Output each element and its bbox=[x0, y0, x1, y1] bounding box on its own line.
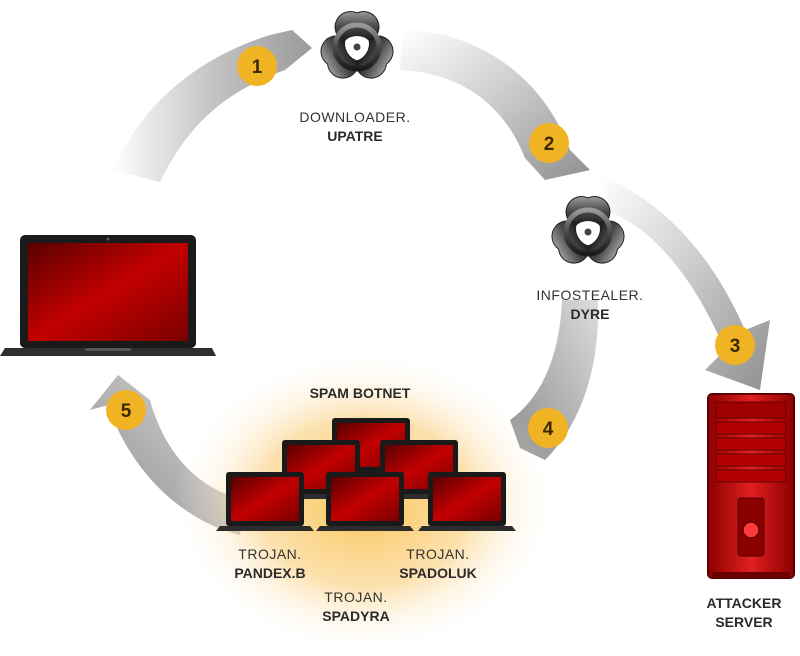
step-number-2: 2 bbox=[544, 134, 555, 155]
downloader-label: DOWNLOADER. UPATRE bbox=[280, 108, 430, 146]
step-badge-1: 1 bbox=[237, 46, 277, 86]
step-badge-3: 3 bbox=[715, 325, 755, 365]
downloader-name: UPATRE bbox=[327, 128, 383, 144]
biohazard-icon bbox=[315, 11, 398, 84]
trojan-type: TROJAN. bbox=[324, 589, 388, 605]
laptop-icon bbox=[316, 472, 414, 531]
trojan-label-spadoluk: TROJAN. SPADOLUK bbox=[378, 545, 498, 583]
laptop-icon bbox=[0, 235, 216, 356]
step-badge-5: 5 bbox=[106, 390, 146, 430]
step-badge-2: 2 bbox=[529, 123, 569, 163]
attacker-line2: SERVER bbox=[715, 614, 773, 630]
laptop-icon bbox=[418, 472, 516, 531]
trojan-name: PANDEX.B bbox=[234, 565, 306, 581]
step-number-1: 1 bbox=[252, 57, 263, 78]
arrow-1 bbox=[112, 30, 312, 182]
step-number-5: 5 bbox=[121, 401, 132, 422]
trojan-type: TROJAN. bbox=[238, 546, 302, 562]
infostealer-name: DYRE bbox=[570, 306, 610, 322]
server-icon bbox=[707, 393, 795, 579]
trojan-name: SPADOLUK bbox=[399, 565, 477, 581]
step-badge-4: 4 bbox=[528, 408, 568, 448]
trojan-name: SPADYRA bbox=[322, 608, 390, 624]
botnet-title: SPAM BOTNET bbox=[309, 385, 411, 401]
trojan-label-spadyra: TROJAN. SPADYRA bbox=[296, 588, 416, 626]
laptop-icon bbox=[216, 472, 314, 531]
step-number-4: 4 bbox=[543, 419, 554, 440]
downloader-type: DOWNLOADER. bbox=[299, 109, 411, 125]
infostealer-label: INFOSTEALER. DYRE bbox=[515, 286, 665, 324]
trojan-label-pandex: TROJAN. PANDEX.B bbox=[210, 545, 330, 583]
attacker-line1: ATTACKER bbox=[706, 595, 782, 611]
trojan-type: TROJAN. bbox=[406, 546, 470, 562]
infostealer-type: INFOSTEALER. bbox=[536, 287, 644, 303]
attacker-server-label: ATTACKER SERVER bbox=[688, 594, 800, 632]
step-number-3: 3 bbox=[730, 336, 741, 357]
